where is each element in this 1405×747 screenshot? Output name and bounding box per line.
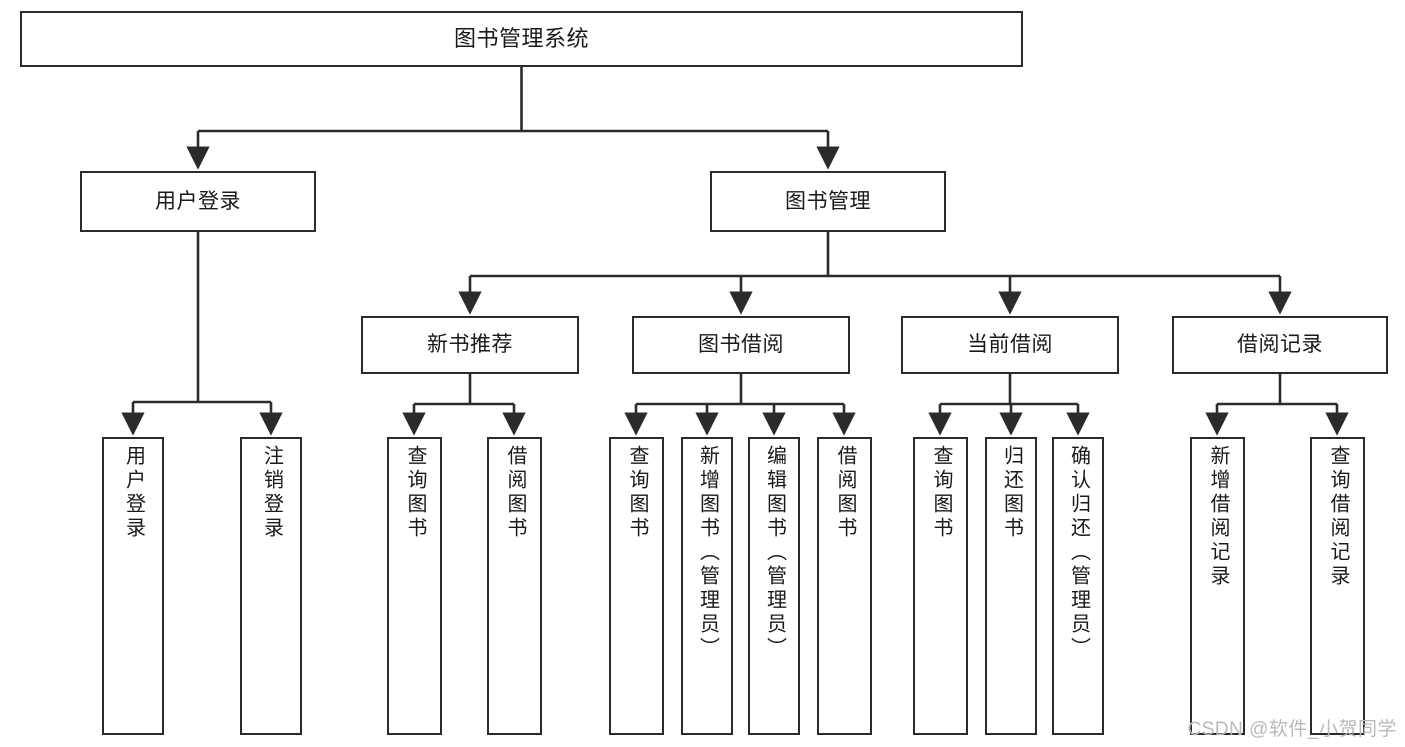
node-leaf-query-book-2-label: 查询图书 [626, 445, 648, 541]
node-leaf-borrow-book-1-label: 借阅图书 [504, 445, 526, 541]
csdn-watermark: CSDN @软件_小贺同学 [1187, 719, 1397, 740]
node-leaf-borrow-book-2-label: 借阅图书 [834, 445, 856, 541]
node-leaf-add-record[interactable]: 新增借阅记录 [1190, 437, 1245, 735]
node-leaf-query-book-1[interactable]: 查询图书 [387, 437, 442, 735]
node-leaf-logout[interactable]: 注销登录 [240, 437, 302, 735]
node-user-login-label: 用户登录 [155, 189, 241, 213]
node-book-management[interactable]: 图书管理 [710, 171, 946, 232]
node-leaf-return-book[interactable]: 归还图书 [985, 437, 1037, 735]
node-leaf-borrow-book-2[interactable]: 借阅图书 [817, 437, 872, 735]
node-leaf-query-book-3[interactable]: 查询图书 [913, 437, 968, 735]
node-leaf-confirm-return-label: 确认归还（管理员） [1067, 445, 1090, 661]
node-current-borrow-label: 当前借阅 [967, 333, 1053, 357]
node-root-label: 图书管理系统 [453, 25, 589, 51]
node-leaf-user-login-label: 用户登录 [122, 445, 145, 541]
node-new-book-recommend[interactable]: 新书推荐 [361, 316, 579, 374]
node-leaf-query-book-3-label: 查询图书 [930, 445, 952, 541]
node-root[interactable]: 图书管理系统 [20, 11, 1023, 67]
node-borrow-records[interactable]: 借阅记录 [1172, 316, 1388, 374]
node-current-borrow[interactable]: 当前借阅 [901, 316, 1119, 374]
node-leaf-query-record-label: 查询借阅记录 [1327, 445, 1349, 589]
node-new-book-recommend-label: 新书推荐 [427, 333, 513, 357]
node-book-management-label: 图书管理 [785, 189, 871, 213]
node-leaf-logout-label: 注销登录 [260, 445, 283, 541]
node-leaf-confirm-return[interactable]: 确认归还（管理员） [1052, 437, 1104, 735]
node-book-borrow[interactable]: 图书借阅 [632, 316, 850, 374]
node-leaf-add-book-label: 新增图书（管理员） [696, 445, 719, 661]
node-leaf-add-book[interactable]: 新增图书（管理员） [681, 437, 733, 735]
node-leaf-add-record-label: 新增借阅记录 [1207, 445, 1229, 589]
node-leaf-borrow-book-1[interactable]: 借阅图书 [487, 437, 542, 735]
node-leaf-edit-book[interactable]: 编辑图书（管理员） [748, 437, 800, 735]
node-leaf-return-book-label: 归还图书 [1000, 445, 1023, 541]
node-leaf-user-login[interactable]: 用户登录 [102, 437, 164, 735]
node-user-login[interactable]: 用户登录 [80, 171, 316, 232]
node-borrow-records-label: 借阅记录 [1237, 333, 1323, 357]
node-leaf-query-book-2[interactable]: 查询图书 [609, 437, 664, 735]
node-leaf-query-book-1-label: 查询图书 [404, 445, 426, 541]
node-leaf-query-record[interactable]: 查询借阅记录 [1310, 437, 1365, 735]
node-book-borrow-label: 图书借阅 [698, 333, 784, 357]
node-leaf-edit-book-label: 编辑图书（管理员） [763, 445, 786, 661]
